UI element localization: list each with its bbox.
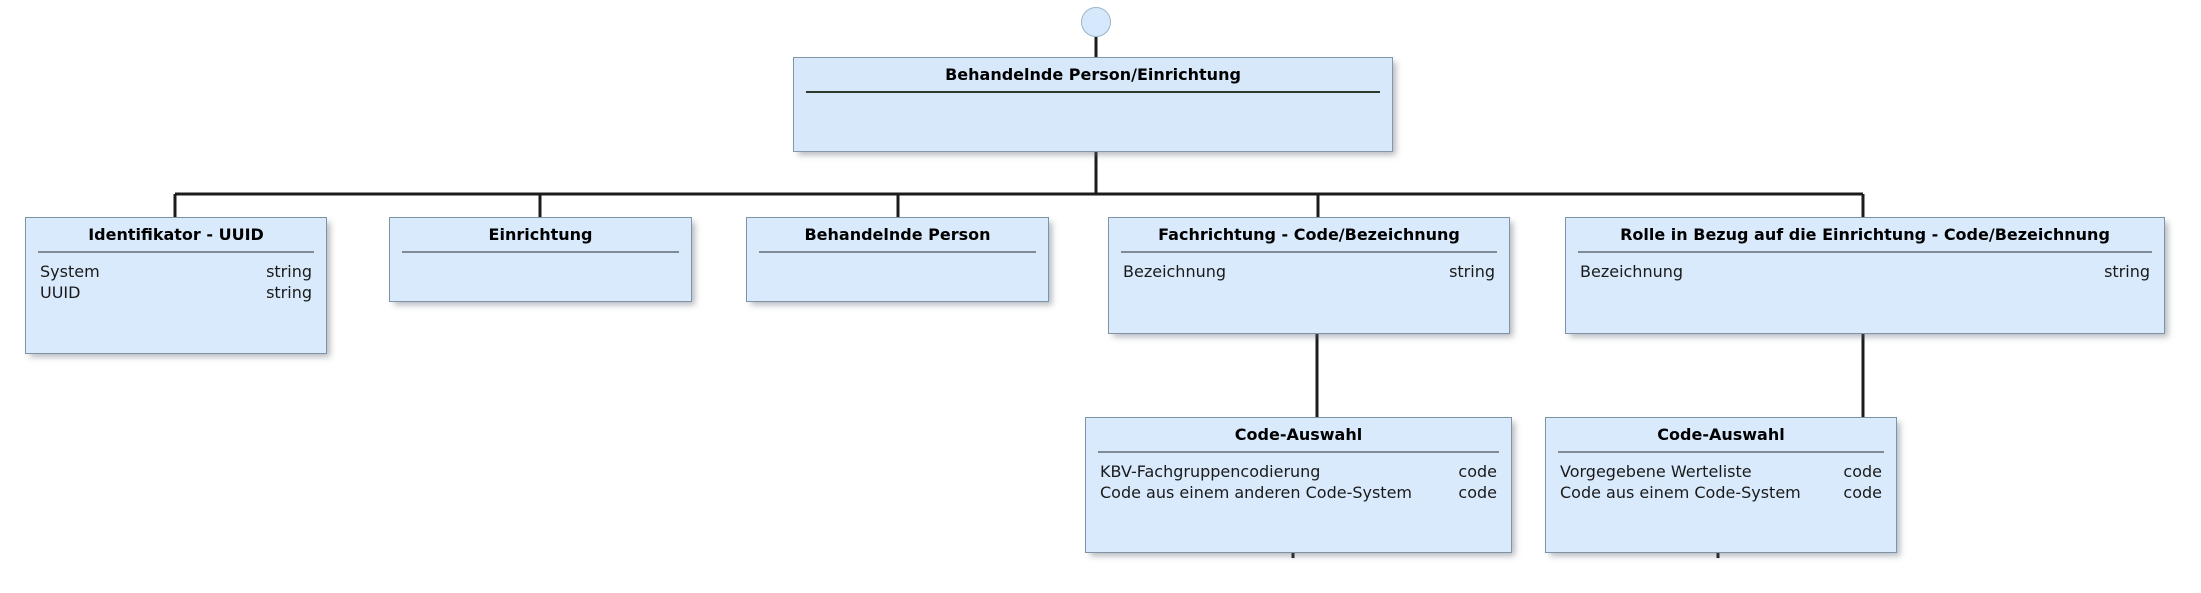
uml-box-title: Code-Auswahl: [1657, 426, 1785, 444]
uml-separator: [1578, 250, 2152, 253]
uml-attribute-type: string: [2104, 261, 2150, 281]
uml-attribute-row: KBV-Fachgruppencodierung code: [1100, 461, 1497, 482]
uml-separator: [1121, 250, 1497, 253]
uml-attribute-name: System: [40, 261, 100, 281]
uml-attribute-list: KBV-Fachgruppencodierung code Code aus e…: [1100, 461, 1497, 503]
uml-box-title: Rolle in Bezug auf die Einrichtung - Cod…: [1620, 226, 2110, 244]
uml-separator: [759, 250, 1036, 253]
uml-box-code-auswahl-fachrichtung[interactable]: Code-Auswahl KBV-Fachgruppencodierung co…: [1085, 417, 1512, 553]
uml-box-title: Einrichtung: [488, 226, 593, 244]
uml-attribute-list: System string UUID string: [40, 261, 312, 303]
uml-attribute-type: string: [266, 261, 312, 281]
uml-box-identifikator-uuid[interactable]: Identifikator - UUID System string UUID …: [25, 217, 327, 354]
uml-attribute-name: Bezeichnung: [1580, 261, 1684, 281]
uml-attribute-row: Bezeichnung string: [1123, 261, 1495, 282]
uml-attribute-row: Vorgegebene Werteliste code: [1560, 461, 1882, 482]
uml-attribute-name: Bezeichnung: [1123, 261, 1227, 281]
uml-box-fachrichtung[interactable]: Fachrichtung - Code/Bezeichnung Bezeichn…: [1108, 217, 1510, 334]
uml-separator: [402, 250, 679, 253]
uml-attribute-name: KBV-Fachgruppencodierung: [1100, 461, 1321, 481]
uml-box-title: Identifikator - UUID: [88, 226, 264, 244]
uml-separator: [1098, 450, 1499, 453]
uml-separator: [1558, 450, 1884, 453]
uml-box-title: Behandelnde Person/Einrichtung: [945, 66, 1241, 84]
uml-attribute-row: Code aus einem anderen Code-System code: [1100, 482, 1497, 503]
uml-attribute-name: Code aus einem anderen Code-System: [1100, 482, 1412, 502]
uml-attribute-row: Code aus einem Code-System code: [1560, 482, 1882, 503]
uml-attribute-list: Bezeichnung string: [1580, 261, 2150, 282]
uml-attribute-name: Vorgegebene Werteliste: [1560, 461, 1752, 481]
uml-box-behandelnde-person[interactable]: Behandelnde Person: [746, 217, 1049, 302]
uml-attribute-type: code: [1458, 461, 1497, 481]
uml-attribute-list: Vorgegebene Werteliste code Code aus ein…: [1560, 461, 1882, 503]
uml-attribute-list: Bezeichnung string: [1123, 261, 1495, 282]
uml-attribute-row: UUID string: [40, 282, 312, 303]
uml-attribute-row: System string: [40, 261, 312, 282]
uml-box-code-auswahl-rolle[interactable]: Code-Auswahl Vorgegebene Werteliste code…: [1545, 417, 1897, 553]
uml-separator: [38, 250, 314, 253]
uml-attribute-name: UUID: [40, 282, 81, 302]
uml-attribute-type: code: [1843, 482, 1882, 502]
uml-attribute-row: Bezeichnung string: [1580, 261, 2150, 282]
uml-box-behandelnde-person-einrichtung[interactable]: Behandelnde Person/Einrichtung: [793, 57, 1393, 152]
uml-box-title: Fachrichtung - Code/Bezeichnung: [1158, 226, 1460, 244]
uml-box-title: Behandelnde Person: [804, 226, 991, 244]
uml-attribute-name: Code aus einem Code-System: [1560, 482, 1801, 502]
uml-attribute-type: code: [1458, 482, 1497, 502]
uml-box-einrichtung[interactable]: Einrichtung: [389, 217, 692, 302]
uml-attribute-type: code: [1843, 461, 1882, 481]
uml-box-rolle-in-bezug-auf-die-einrichtung[interactable]: Rolle in Bezug auf die Einrichtung - Cod…: [1565, 217, 2165, 334]
start-node: [1081, 7, 1111, 37]
uml-attribute-type: string: [266, 282, 312, 302]
uml-box-title: Code-Auswahl: [1234, 426, 1363, 444]
uml-separator: [806, 90, 1380, 93]
uml-attribute-type: string: [1449, 261, 1495, 281]
